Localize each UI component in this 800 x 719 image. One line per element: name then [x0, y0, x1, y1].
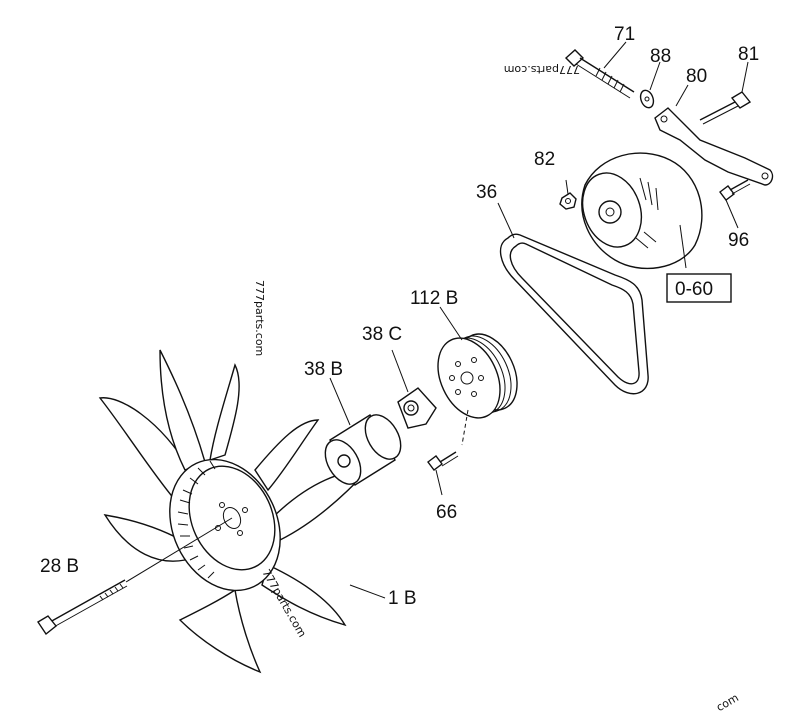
bolt-71 [564, 41, 635, 99]
leader-line [603, 41, 627, 69]
leader-line [391, 349, 409, 393]
leader-line [675, 84, 689, 107]
bolt-66 [427, 451, 459, 496]
pulley-112b [437, 333, 518, 446]
fan-blade [254, 419, 320, 492]
leader-line [741, 61, 749, 93]
leader-line [435, 469, 443, 496]
alternator-vents [635, 177, 659, 249]
bolt-thread [595, 67, 625, 93]
callout-96: 96 [728, 230, 749, 251]
callout-box [666, 273, 732, 303]
bolt-hole [242, 507, 248, 513]
long-bolt-28b [37, 517, 233, 636]
bolt-head [564, 49, 585, 67]
belt-outer [499, 233, 649, 395]
spacer-bore [337, 454, 351, 468]
leader-line [125, 517, 233, 583]
bolt-81 [699, 61, 752, 125]
alternator-shaft [598, 200, 622, 224]
leader-line [349, 584, 386, 599]
watermark: 777parts.com [504, 63, 580, 76]
callout-82: 82 [534, 149, 555, 170]
leader-line [439, 306, 463, 341]
callout-88: 88 [650, 46, 671, 67]
pulley-bore [460, 371, 474, 385]
hub-bore [407, 404, 415, 412]
bolt-hole [237, 530, 243, 536]
fan-hub-fins [177, 460, 216, 579]
fan-spacer-38b [324, 414, 402, 486]
callout-112b: 112 B [410, 288, 458, 309]
nut [559, 192, 577, 210]
watermark: com [714, 691, 741, 714]
callout-0-60: 0-60 [675, 279, 713, 300]
fan-blade [261, 564, 347, 627]
spacer-back [364, 414, 402, 460]
alternator [581, 152, 703, 270]
callout-38c: 38 C [362, 324, 402, 345]
callout-71: 71 [614, 24, 635, 45]
bracket [654, 107, 774, 186]
bolt-thread [99, 583, 124, 601]
callout-66: 66 [436, 502, 457, 523]
callout-1b: 1 B [388, 588, 417, 609]
watermark: 777parts.com [253, 280, 266, 356]
bolt-head [37, 615, 57, 636]
washer [639, 89, 655, 109]
cooling-fan [98, 349, 370, 674]
bolt-96 [719, 179, 751, 229]
fan-blade [103, 514, 191, 562]
fan-blade [209, 363, 240, 462]
callout-36: 36 [476, 182, 497, 203]
bolt-head [730, 91, 752, 109]
leader-line [461, 409, 469, 446]
drive-belt-36 [499, 233, 649, 395]
leader-line [679, 224, 687, 269]
fan-blade [159, 349, 206, 471]
fan-blade [98, 397, 191, 502]
leader-line [329, 377, 351, 426]
leader-line [649, 61, 661, 91]
bolt-head [427, 455, 443, 471]
callout-28b: 28 B [40, 556, 79, 577]
nut-82 [559, 179, 577, 210]
leader-line [565, 179, 569, 195]
belt-inner [509, 242, 640, 385]
callout-38b: 38 B [304, 359, 343, 380]
callout-81: 81 [738, 44, 759, 65]
pulley-front [437, 337, 501, 419]
washer-88 [639, 61, 661, 109]
leader-line [497, 202, 515, 239]
hub-38c [397, 387, 437, 429]
bolt-hole [219, 502, 225, 508]
leader-line [725, 199, 739, 229]
hub-boss [403, 400, 419, 416]
fan-center-hole [222, 506, 242, 530]
callout-80: 80 [686, 66, 707, 87]
bracket-80 [654, 84, 774, 186]
bolt-head [719, 185, 735, 201]
fan-blade [178, 588, 262, 674]
